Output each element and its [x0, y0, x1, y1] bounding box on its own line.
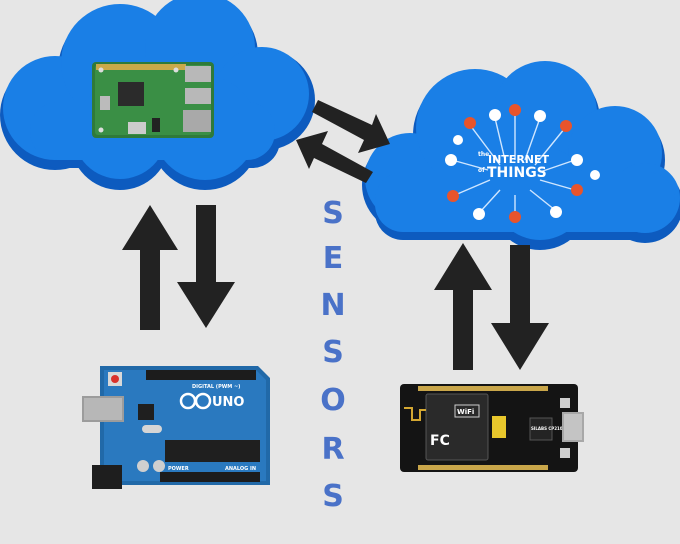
arduino-power-label: POWER: [168, 466, 189, 472]
arrow-up-icon: [122, 205, 178, 330]
iot-node-icons: [445, 104, 600, 223]
nodemcu-module: SILABS CP2102: [531, 426, 566, 431]
sensors-letter: S: [322, 196, 344, 231]
arduino-uno-board: UNO DIGITAL (PWM ~) ANALOG IN POWER: [82, 366, 270, 489]
iot-logo-prefix1: the: [478, 151, 489, 158]
sensors-letter: R: [321, 432, 345, 467]
arrow-down-icon: [177, 205, 235, 328]
nodemcu-wifi: WiFi: [457, 408, 474, 416]
iot-logo-prefix2: of: [478, 167, 485, 174]
arrow-right-icon: [312, 100, 390, 153]
right-cloud: [362, 61, 680, 250]
sensors-letter: O: [320, 383, 346, 418]
iot-logo: the INTERNET of THINGS: [478, 151, 550, 181]
raspberry-pi-board: [92, 62, 214, 138]
cloud-to-cloud-arrows: [296, 100, 390, 183]
iot-logo-line1: INTERNET: [488, 153, 550, 166]
iot-network-graphic: [451, 112, 576, 215]
arduino-analog-label: ANALOG IN: [225, 466, 256, 472]
arduino-brand: UNO: [212, 395, 245, 410]
arduino-digital-label: DIGITAL (PWM ~): [192, 384, 240, 390]
iot-logo-line2: THINGS: [487, 165, 547, 181]
arrow-down-icon: [491, 245, 549, 370]
arrow-up-icon: [434, 243, 492, 370]
sensors-letter: N: [320, 288, 346, 323]
nodemcu-board: WiFi FC SILABS CP2102: [400, 384, 584, 472]
right-vertical-arrows: [434, 243, 549, 370]
sensors-letter: S: [322, 335, 344, 370]
sensors-letter: E: [322, 241, 344, 276]
nodemcu-fcc: FC: [430, 433, 450, 449]
arrow-left-icon: [296, 131, 373, 183]
left-vertical-arrows: [122, 205, 235, 330]
arduino-logo-icon: [179, 392, 212, 410]
sensors-letter: S: [322, 479, 344, 514]
